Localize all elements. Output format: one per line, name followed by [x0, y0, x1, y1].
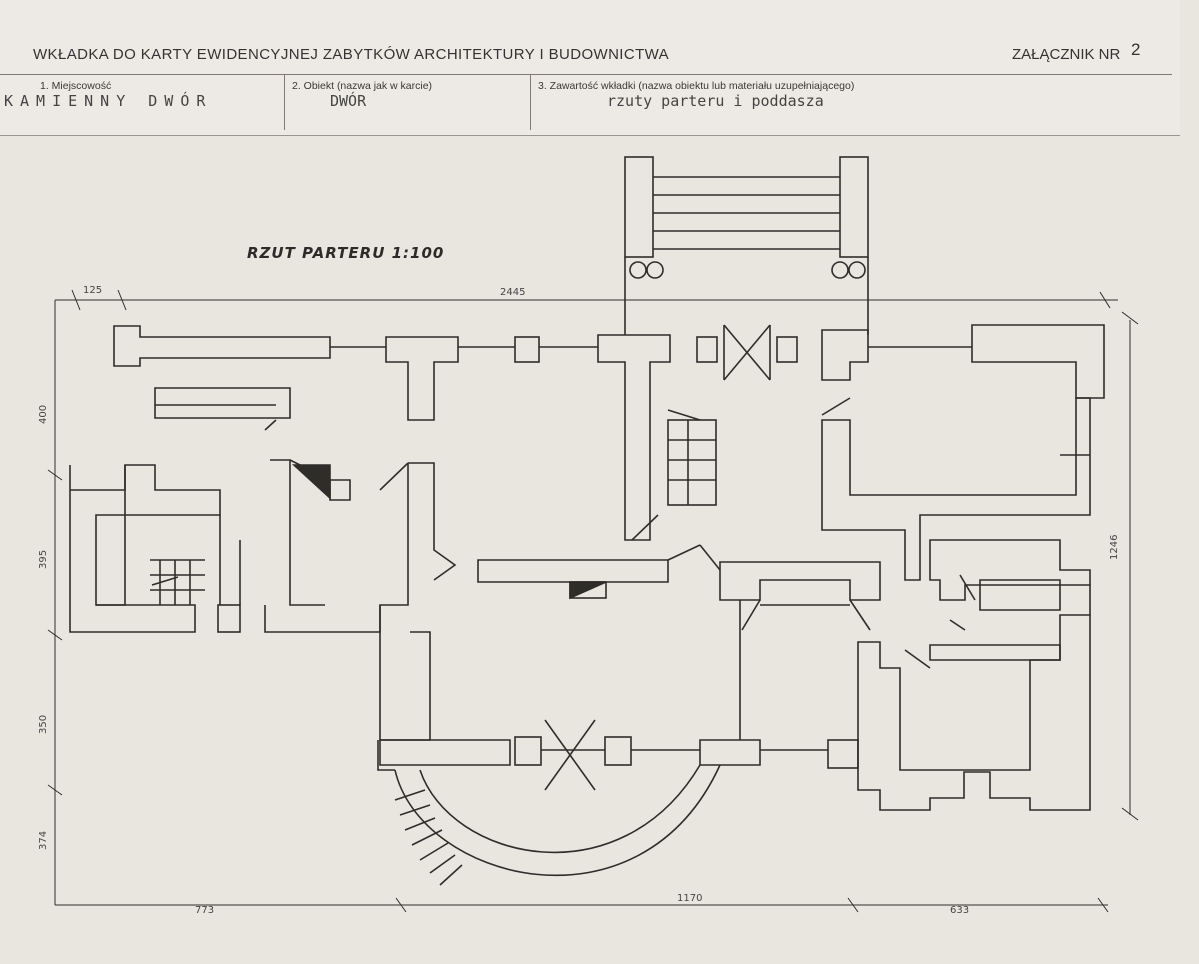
dimension-lines [47, 289, 1139, 913]
field-value-object: DWÓR [330, 92, 367, 110]
dimension-label: 633 [950, 905, 970, 916]
field-label-locality: 1. Miejscowość [40, 80, 112, 92]
dimension-label: 1170 [677, 893, 703, 904]
annex-number: 2 [1131, 40, 1141, 59]
north-wall [113, 324, 1105, 541]
south-wall [377, 719, 859, 791]
field-label-object: 2. Obiekt (nazwa jak w karcie) [292, 80, 433, 92]
form-header: WKŁADKA DO KARTY EWIDENCYJNEJ ZABYTKÓW A… [0, 0, 1180, 136]
field-divider [530, 74, 531, 130]
form-title: WKŁADKA DO KARTY EWIDENCYJNEJ ZABYTKÓW A… [33, 46, 670, 63]
entrance-steps [624, 156, 869, 335]
dimension-label: 2445 [500, 287, 526, 298]
dimension-label: 125 [83, 285, 103, 296]
west-wing [69, 387, 457, 741]
header-divider [0, 74, 1172, 75]
field-value-locality: KAMIENNY DWÓR [4, 92, 213, 110]
field-divider [284, 74, 285, 130]
plan-title: RZUT PARTERU 1:100 [247, 244, 445, 262]
dimension-label: 773 [195, 905, 215, 916]
east-wing [821, 397, 1091, 811]
field-value-contents: rzuty parteru i poddasza [607, 92, 824, 110]
field-label-contents: 3. Zawartość wkładki (nazwa obiektu lub … [538, 80, 855, 92]
annex-label: ZAŁĄCZNIK NR [1012, 46, 1121, 63]
curved-terrace [394, 764, 721, 886]
central-hall [477, 409, 881, 740]
